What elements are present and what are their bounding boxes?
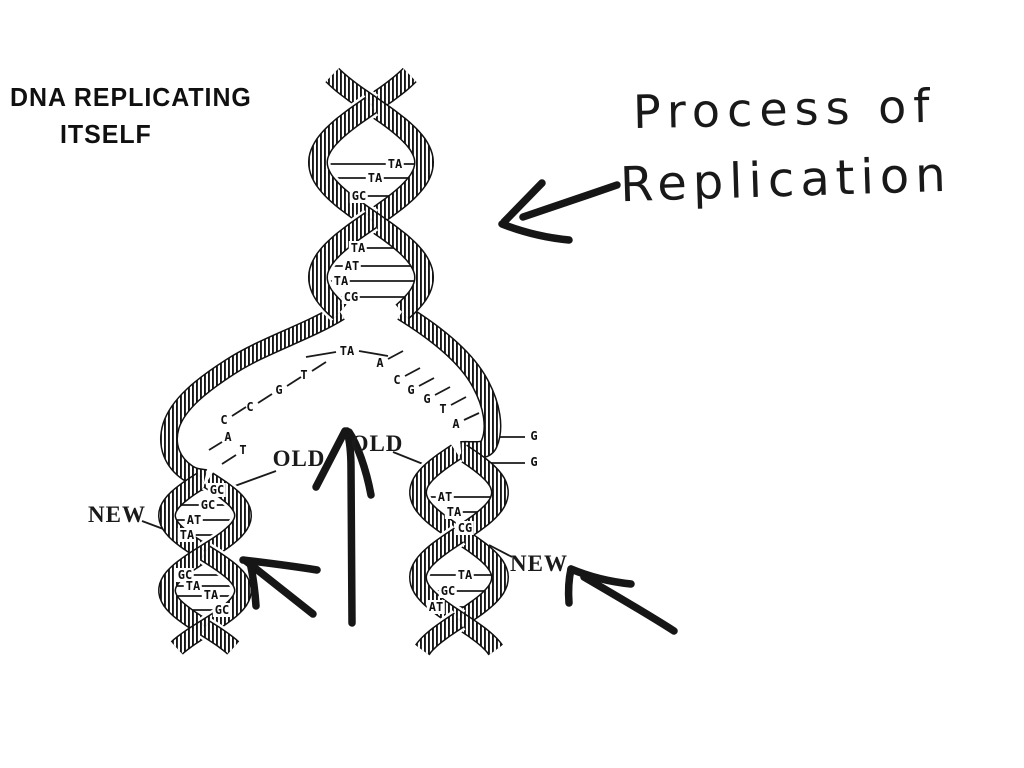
base-pair-label: CG: [341, 290, 361, 304]
old-strand-label-left: OLD: [272, 446, 326, 471]
arrow-up-left-icon: [239, 556, 321, 618]
base-pair-label: TA: [348, 241, 368, 255]
page-title-line2: ITSELF: [60, 119, 152, 149]
base-pair-label: GC: [175, 568, 195, 582]
arrow-to-helix-left-icon: [498, 179, 621, 244]
base-label: G: [423, 392, 431, 406]
old-strand-label-right: OLD: [350, 431, 404, 456]
new-strand-label-left: NEW: [88, 502, 146, 527]
base-pair-label: TA: [455, 568, 475, 582]
base-pair-label: AT: [342, 259, 362, 273]
free-base-label: G: [530, 455, 538, 469]
handdrawn-arrows: [239, 179, 678, 635]
fork-base-pair-label: TA: [337, 344, 357, 358]
new-strand-label-right: NEW: [510, 551, 568, 576]
base-label: C: [246, 400, 254, 414]
arrow-to-new-right-icon: [564, 565, 678, 635]
base-label: A: [224, 430, 232, 444]
base-pair-label: GC: [212, 603, 232, 617]
arrow-up-center-icon: [312, 427, 375, 627]
base-pair-label: TA: [177, 528, 197, 542]
handwritten-annotation-line2: Replication: [619, 146, 953, 214]
base-pair-label: CG: [455, 521, 475, 535]
base-label: G: [407, 383, 415, 397]
base-pair-label: AT: [435, 490, 455, 504]
base-label: T: [300, 368, 308, 382]
base-label: T: [239, 443, 247, 457]
base-pair-label: TA: [183, 579, 203, 593]
base-pair-label: TA: [201, 588, 221, 602]
base-pair-label: TA: [444, 505, 464, 519]
base-pair-label: TA: [331, 274, 351, 288]
base-label: C: [393, 373, 401, 387]
base-pair-label: GC: [207, 483, 227, 497]
free-base-label: G: [530, 429, 538, 443]
page-title-line1: DNA REPLICATING: [10, 82, 252, 112]
base-pair-label: TA: [385, 157, 405, 171]
base-pair-label: GC: [349, 189, 369, 203]
base-pair-label: AT: [184, 513, 204, 527]
base-label: T: [439, 402, 447, 416]
base-pair-label: TA: [365, 171, 385, 185]
base-pair-label: GC: [438, 584, 458, 598]
base-label: A: [376, 356, 384, 370]
helix-ribbons: [157, 66, 510, 657]
handwritten-annotation-line1: Process of: [632, 78, 938, 140]
base-pair-label: AT: [426, 600, 446, 614]
base-label: G: [275, 383, 283, 397]
base-pair-label: GC: [198, 498, 218, 512]
base-label: A: [452, 417, 460, 431]
base-label: C: [220, 413, 228, 427]
